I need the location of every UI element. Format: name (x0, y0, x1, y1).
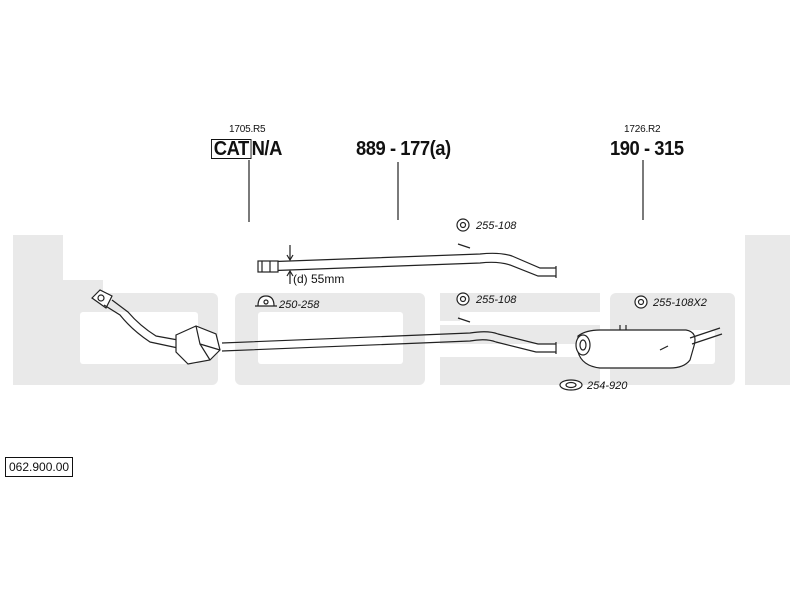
callout-hanger-upper: 255-108 (476, 220, 517, 232)
rubber-hanger-icon (456, 218, 470, 232)
callout-hanger-rear: 255-108X2 (653, 297, 707, 309)
callout-clamp-rear: 254-920 (587, 380, 628, 392)
rear-part-number: 190 - 315 (610, 138, 684, 160)
rubber-hanger-icon (456, 292, 470, 306)
callout-hanger-lower: 255-108 (476, 294, 517, 306)
front-pipe-with-cat (91, 289, 557, 365)
rear-ref: 1726.R2 (624, 124, 661, 135)
dimension-label: (d) 55mm (293, 272, 345, 286)
pipe-clamp-icon (255, 295, 277, 307)
front-ref: 1705.R5 (229, 124, 266, 135)
catalog-number: 062.900.00 (5, 457, 74, 477)
middle-part-number: 889 - 177(a) (356, 138, 451, 160)
middle-pipe-upper (257, 243, 557, 278)
gasket-icon (559, 379, 583, 391)
rubber-hanger-icon (634, 295, 648, 309)
cat-label: CAT (211, 139, 252, 159)
front-suffix: N/A (251, 138, 283, 160)
rear-silencer (575, 325, 723, 369)
callout-clamp-front: 250-258 (279, 299, 320, 311)
